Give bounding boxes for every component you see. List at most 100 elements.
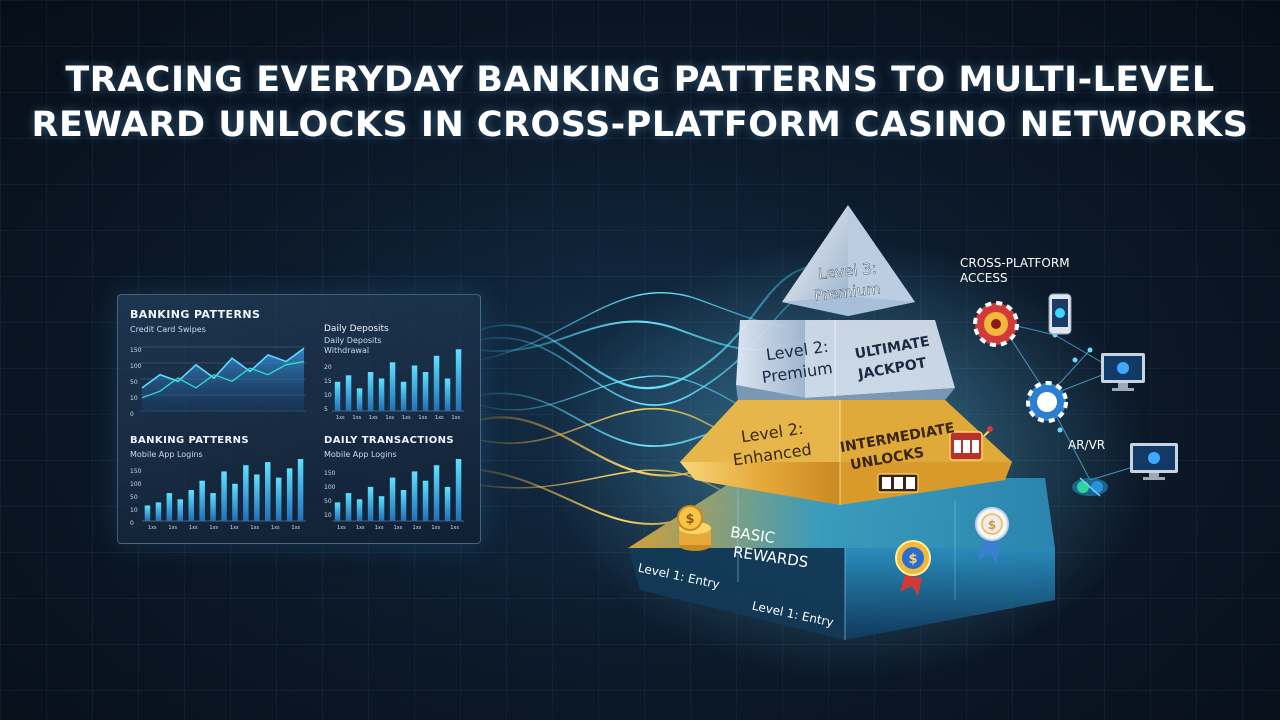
x-tick: 1xs (250, 525, 259, 531)
cross-platform-label: CROSS-PLATFORM ACCESS (960, 256, 1070, 286)
bar (433, 465, 440, 521)
bar (455, 459, 462, 521)
bar (166, 493, 173, 521)
slot-reels-icon (877, 473, 919, 493)
x-tick: 1xs (352, 415, 361, 421)
bar (144, 505, 151, 521)
coin-stack-icon: $ (677, 505, 711, 551)
x-tick: 1xs (451, 415, 460, 421)
bar (188, 490, 194, 521)
bar (378, 496, 385, 521)
y-tick: 150 (324, 470, 336, 477)
x-tick: 1xs (356, 525, 365, 531)
vr-headset-icon (1072, 477, 1108, 497)
svg-text:$: $ (908, 552, 917, 567)
bar (411, 365, 418, 411)
y-tick: 10 (130, 395, 138, 402)
panel3-subtitle: Mobile App Logins (130, 450, 203, 459)
x-tick: 1xs (336, 415, 345, 421)
x-tick: 1xs (450, 525, 459, 531)
bar (177, 499, 183, 521)
y-tick: 10 (324, 392, 332, 399)
badge-icon: $ (975, 507, 1009, 563)
y-tick: 150 (130, 347, 142, 354)
desktop-icon (1130, 443, 1178, 480)
dashboard-charts: 1xs 1xs 1xs 1xs 1xs 1xs 1xs 1xs 1xs 1xs 1xs 1xs 1xs… (140, 346, 464, 531)
svg-text:$: $ (685, 512, 694, 527)
pyramid-tier-2 (680, 400, 1012, 505)
x-tick: 1xs (394, 525, 403, 531)
y-tick: 50 (130, 379, 138, 386)
bar (356, 499, 363, 521)
bar (455, 349, 462, 412)
panel1-heading: BANKING PATTERNS (130, 308, 261, 321)
x-tick: 1xs (337, 525, 346, 531)
x-tick: 1xs (291, 525, 300, 531)
bar (232, 483, 238, 521)
y-tick: 20 (324, 364, 332, 371)
x-tick: 1xs (209, 525, 218, 531)
bar (422, 372, 429, 411)
pyramid-tier-3 (736, 320, 955, 400)
panel4-y-ticks: 150 100 50 10 (324, 467, 335, 523)
bar (389, 477, 396, 521)
bar (265, 462, 271, 521)
y-tick: 0 (130, 520, 134, 527)
bar (243, 465, 249, 521)
bar (378, 378, 385, 411)
x-tick: 1xs (385, 415, 394, 421)
y-tick: 100 (324, 484, 336, 491)
panel2-y-ticks: 20 15 10 5 (324, 361, 332, 417)
bar (411, 471, 418, 521)
y-tick: 0 (130, 411, 134, 418)
bar (444, 378, 451, 411)
bar (356, 388, 363, 412)
bar (155, 502, 162, 521)
panel2-heading: Daily Deposits (324, 324, 389, 334)
cross-platform-line2: ACCESS (960, 271, 1008, 285)
bar (334, 502, 341, 521)
bar (345, 375, 352, 412)
x-tick: 1xs (230, 525, 239, 531)
line-series-2 (141, 360, 305, 399)
bar (286, 468, 293, 521)
bar (275, 477, 282, 521)
title-line-2: REWARD UNLOCKS IN CROSS-PLATFORM CASINO … (31, 105, 1249, 145)
medal-icon: $ (895, 540, 931, 596)
bar (444, 486, 451, 521)
x-tick: 1xs (369, 415, 378, 421)
bar (345, 493, 352, 521)
monitor-icon (1101, 353, 1145, 391)
x-tick: 1xs (418, 415, 427, 421)
bar (199, 480, 205, 521)
title-line-1: TRACING EVERYDAY BANKING PATTERNS TO MUL… (65, 60, 1215, 100)
line-series (141, 347, 305, 389)
x-tick: 1xs (168, 525, 177, 531)
arvr-label: AR/VR (1068, 438, 1106, 452)
bar (389, 362, 396, 412)
x-tick: 1xs (431, 525, 440, 531)
bar (221, 471, 227, 521)
panel3-y-ticks: 150 100 50 10 0 (130, 465, 141, 530)
pyramid-tier-1 (628, 478, 1055, 640)
panel3-heading: BANKING PATTERNS (130, 435, 250, 446)
page-title: TRACING EVERYDAY BANKING PATTERNS TO MUL… (0, 58, 1280, 148)
bar (334, 381, 341, 412)
bar (367, 486, 374, 521)
bar (400, 381, 407, 412)
area-series (142, 348, 304, 411)
smartphone-icon (1048, 293, 1072, 335)
poker-chip-icon (1026, 381, 1068, 423)
svg-text:$: $ (988, 518, 996, 532)
panel1-y-ticks: 150 100 50 10 0 (130, 343, 141, 423)
x-tick: 1xs (375, 525, 384, 531)
panel4-heading: DAILY TRANSACTIONS (324, 435, 455, 446)
x-tick: 1xs (189, 525, 198, 531)
bar (400, 490, 407, 521)
x-tick: 1xs (402, 415, 411, 421)
x-tick: 1xs (148, 525, 157, 531)
y-tick: 5 (324, 406, 328, 413)
